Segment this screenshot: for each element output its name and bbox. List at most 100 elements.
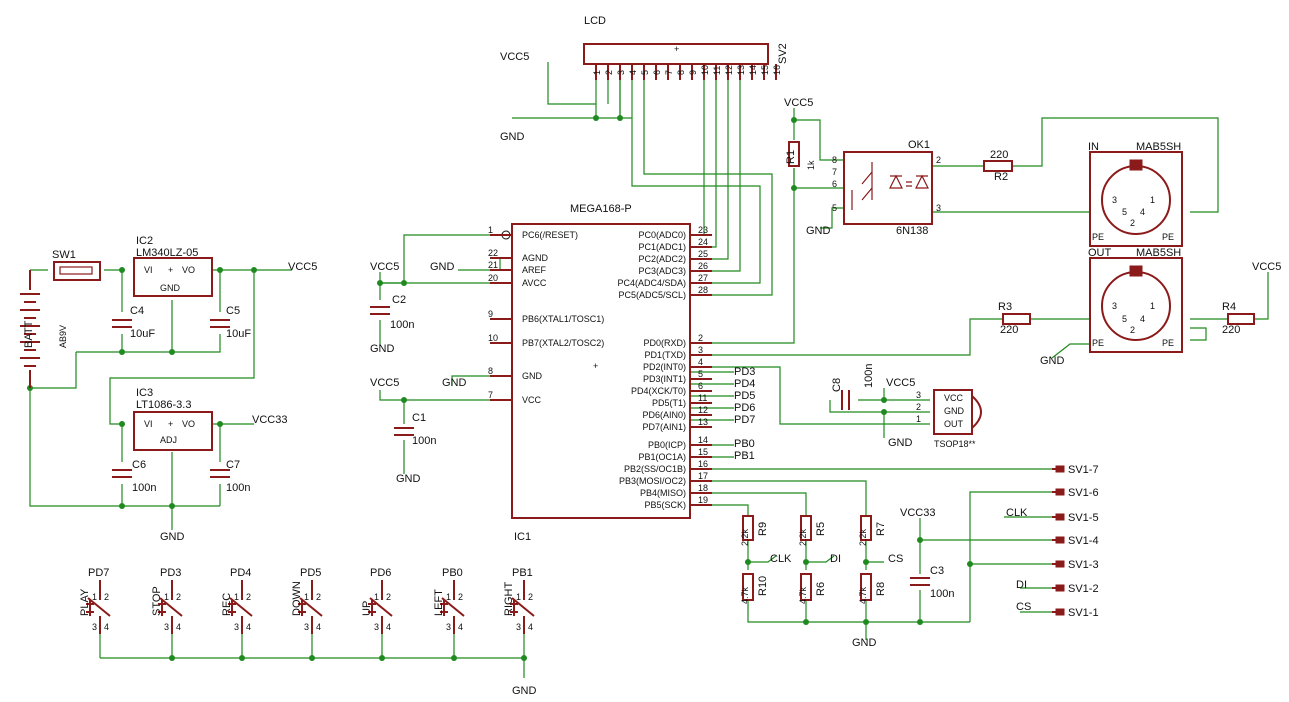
net-label-vcc5: VCC5 (1252, 261, 1281, 273)
lcd-header-ref: SV2 (777, 43, 789, 64)
mcu-right-pin-label: PD2(INT0) (643, 362, 686, 372)
mcu-name: MEGA168-P (570, 203, 632, 215)
regulator-ic2: IC2 LM340LZ-05 VI VO GND + (133, 235, 213, 297)
switch-pin-number: 3 (164, 622, 169, 632)
net-label-gnd: GND (888, 437, 913, 449)
svg-text:100n: 100n (930, 588, 954, 600)
regulator-ic3: IC3 LT1086-3.3 VI VO ADJ + (133, 387, 213, 451)
mcu-right-pin-number: 24 (698, 237, 708, 247)
switch-pin-number: 4 (528, 622, 533, 632)
button-label: RIGHT (503, 582, 515, 617)
sd-pin-label: SV1-3 (1068, 559, 1099, 571)
switch-pin-number: 4 (386, 622, 391, 632)
capacitor-c5: C5 10uF (210, 305, 251, 340)
capacitor-c2: C2 100n (370, 294, 414, 331)
net-label-pd7: PD7 (734, 414, 755, 426)
svg-text:R3: R3 (998, 301, 1012, 313)
lcd-pin-number: 8 (676, 70, 686, 75)
net-label-vcc5: VCC5 (288, 261, 317, 273)
resistor-r1: R1 1k (785, 141, 816, 170)
mcu-right-pin-number: 15 (698, 447, 708, 457)
switch-pin-number: 3 (516, 622, 521, 632)
sd-pin-label: SV1-7 (1068, 464, 1099, 476)
svg-text:100n: 100n (412, 435, 436, 447)
midi-in-ref: IN (1088, 141, 1099, 153)
net-label-pd3: PD3 (734, 366, 755, 378)
svg-text:PE: PE (1092, 232, 1104, 242)
svg-text:R7: R7 (875, 522, 887, 536)
sd-pin-label: SV1-1 (1068, 607, 1099, 619)
net-label-gnd: GND (442, 377, 467, 389)
svg-text:OUT: OUT (944, 419, 964, 429)
resistor-r10: 4.7k R10 (740, 573, 769, 604)
mcu-right-pin-number: 13 (698, 417, 708, 427)
net-label-gnd: GND (430, 261, 455, 273)
button-net-label: PB1 (512, 567, 533, 579)
net-label-vcc33: VCC33 (900, 507, 935, 519)
button-label: STOP (151, 586, 163, 616)
resistor-r7: 2.2k R7 (858, 515, 887, 546)
mcu-right-pin-label: PD0(RXD) (643, 338, 686, 348)
button-net-label: PD5 (300, 567, 321, 579)
lcd-pin-number: 16 (772, 65, 782, 75)
lcd-pin-number: 2 (604, 70, 614, 75)
sd-pin-label: SV1-4 (1068, 535, 1099, 547)
button-label: LEFT (433, 589, 445, 616)
svg-text:C4: C4 (130, 305, 144, 317)
net-label-vcc5: VCC5 (784, 97, 813, 109)
svg-text:VO: VO (182, 265, 195, 275)
svg-text:R2: R2 (994, 171, 1008, 183)
button-label: REC (221, 593, 233, 616)
capacitor-c7: C7 100n (210, 459, 250, 494)
opto-value: 6N138 (896, 225, 928, 237)
net-label-pd4: PD4 (734, 378, 755, 390)
net-label-gnd: GND (852, 637, 877, 649)
mcu-right-pin-number: 23 (698, 225, 708, 235)
net-label-cs: CS (888, 553, 903, 565)
mcu-left-pin-label: PC6(/RESET) (522, 230, 578, 240)
mcu-left-pin-label: AVCC (522, 278, 547, 288)
net-label-gnd: GND (512, 685, 537, 697)
mcu-left-pin-label: PB7(XTAL2/TOSC2) (522, 338, 604, 348)
mcu-left-pin-number: 7 (488, 390, 493, 400)
sd-pin-label: SV1-6 (1068, 487, 1099, 499)
capacitor-c8: C8 100n (831, 364, 875, 410)
switch-pin-number: 3 (234, 622, 239, 632)
mcu-left-pin-number: 8 (488, 366, 493, 376)
net-label-pb1: PB1 (734, 450, 755, 462)
svg-text:6: 6 (832, 179, 837, 189)
svg-text:C2: C2 (392, 294, 406, 306)
sd-pin-pad (1055, 560, 1065, 568)
capacitor-c3: C3 100n (910, 565, 954, 600)
switch-pin-number: 2 (246, 592, 251, 602)
switch-pin-number: 3 (374, 622, 379, 632)
net-label-gnd: GND (500, 131, 525, 143)
svg-text:2.2k: 2.2k (740, 528, 750, 546)
svg-text:C1: C1 (412, 412, 426, 424)
net-label-di: DI (830, 553, 841, 565)
switch-pin-number: 2 (458, 592, 463, 602)
button-net-label: PD4 (230, 567, 251, 579)
svg-text:R4: R4 (1222, 301, 1236, 313)
lcd-pin-number: 14 (748, 65, 758, 75)
net-label-clk: CLK (770, 553, 792, 565)
midi-out-jack: OUT MAB5SH 3 1 5 4 2 PE PE (1088, 247, 1183, 353)
mcu-left-pin-label: AREF (522, 265, 547, 275)
svg-text:3: 3 (1112, 195, 1117, 205)
svg-text:R8: R8 (875, 582, 887, 596)
switch-pin-number: 4 (176, 622, 181, 632)
net-label-gnd: GND (370, 343, 395, 355)
net-label-vcc5: VCC5 (370, 261, 399, 273)
svg-text:1: 1 (916, 414, 921, 424)
button-label: DOWN (291, 581, 303, 616)
svg-text:4.7k: 4.7k (858, 586, 868, 604)
svg-text:10uF: 10uF (130, 328, 155, 340)
svg-text:4.7k: 4.7k (798, 586, 808, 604)
mcu-right-pin-number: 16 (698, 459, 708, 469)
capacitor-c6: C6 100n (112, 459, 156, 494)
